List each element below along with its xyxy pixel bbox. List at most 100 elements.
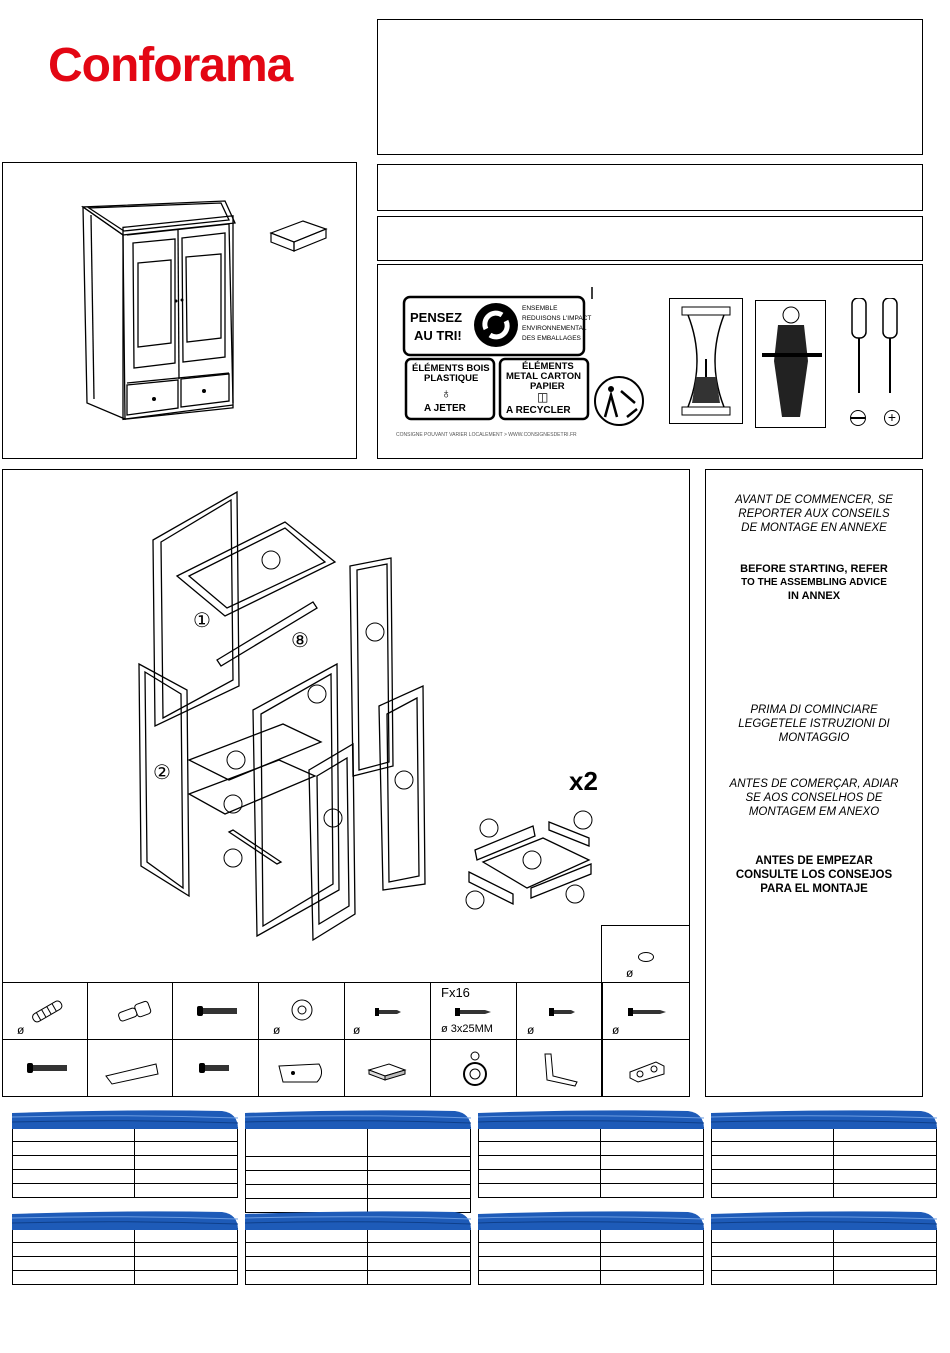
hardware-cell-short-screw: ø: [516, 982, 603, 1040]
table-cell: [245, 1242, 368, 1257]
table-cell: [366, 1127, 471, 1157]
table-row: [12, 1270, 238, 1285]
table-cell: [366, 1242, 471, 1257]
hardware-cell-wedge: [87, 1039, 173, 1097]
hardware-cell-bolt: [172, 982, 259, 1040]
header-info-box: [377, 19, 923, 155]
language-table: [244, 1210, 472, 1285]
table-cell: [599, 1169, 704, 1184]
table-cell: [599, 1141, 704, 1156]
language-table: [244, 1109, 472, 1213]
table-cell: [599, 1155, 704, 1170]
pensez-text: PENSEZ: [410, 310, 463, 325]
table-cell: [12, 1127, 135, 1142]
table-cell: [711, 1228, 834, 1243]
metal-title: ÉLÉMENTS: [522, 361, 574, 372]
diameter-label: ø: [612, 1023, 620, 1037]
table-row: [711, 1183, 937, 1198]
table-cell: [599, 1270, 704, 1285]
language-table: [477, 1210, 705, 1285]
long-screw-icon: [628, 1008, 666, 1016]
diameter-label: ø: [17, 1023, 25, 1037]
language-table-header: [244, 1210, 472, 1230]
table-cell: [832, 1270, 937, 1285]
one-person-icon: [755, 300, 826, 428]
diameter-label: ø: [353, 1023, 361, 1037]
hardware-cell-cam-bolt: [87, 982, 173, 1040]
language-table: [11, 1109, 239, 1198]
table-cell: [12, 1270, 135, 1285]
table-row: [12, 1228, 238, 1243]
table-cell: [478, 1228, 601, 1243]
conforama-logo: Conforama: [48, 39, 293, 92]
table-cell: [832, 1127, 937, 1142]
table-row: [12, 1127, 238, 1142]
table-row: [478, 1242, 704, 1257]
recycling-label: PENSEZ AU TRI! ENSEMBLE REDUISONS L'IMPA…: [394, 285, 599, 438]
table-row: [245, 1156, 471, 1171]
trash-bag-icon: ♁: [441, 385, 452, 401]
table-row: [711, 1242, 937, 1257]
table-cell: [478, 1183, 601, 1198]
cam-bolt-icon: [118, 1000, 152, 1022]
notice-en-3: IN ANNEX: [787, 590, 841, 602]
table-cell: [245, 1184, 368, 1199]
table-row: [245, 1228, 471, 1243]
table-cell: [478, 1256, 601, 1271]
table-cell: [245, 1170, 368, 1185]
exploded-view-panel: ① ⑧ ② x2: [2, 469, 690, 1097]
table-cell: [12, 1169, 135, 1184]
notice-it: PRIMA DI COMINCIARE LEGGETELE ISTRUZIONI…: [738, 704, 890, 744]
table-row: [12, 1183, 238, 1198]
table-cell: [12, 1155, 135, 1170]
table-cell: [711, 1141, 834, 1156]
table-row: [478, 1127, 704, 1142]
wood-screw-icon: [455, 1008, 491, 1016]
table-row: [245, 1256, 471, 1271]
bolt-short-icon: [199, 1063, 229, 1073]
table-row: [245, 1127, 471, 1157]
table-cell: [133, 1228, 238, 1243]
hardware-cell-cam-lock: ø: [258, 982, 345, 1040]
table-cell: [133, 1256, 238, 1271]
hardware-cell-ring: [430, 1039, 517, 1097]
table-row: [245, 1270, 471, 1285]
screwdriver-flat-icon: [848, 297, 870, 398]
curved-bracket-icon: [278, 1063, 323, 1083]
table-cell: [711, 1183, 834, 1198]
language-table-header: [710, 1109, 938, 1129]
table-row: [478, 1270, 704, 1285]
table-cell: [245, 1228, 368, 1243]
notice-panel: [705, 469, 923, 1097]
table-cell: [711, 1155, 834, 1170]
table-cell: [366, 1270, 471, 1285]
metal-carton-title: METAL CARTON: [506, 371, 581, 382]
table-cell: [133, 1183, 238, 1198]
table-row: [478, 1228, 704, 1243]
wooden-dowel-icon: [32, 1000, 63, 1023]
title-box-1: [377, 164, 923, 211]
cam-lock-icon: [291, 999, 313, 1021]
table-row: [478, 1256, 704, 1271]
table-cell: [12, 1228, 135, 1243]
footer-line: CONSIGNE POUVANT VARIER LOCALEMENT > WWW…: [396, 432, 577, 438]
papier-title: PAPIER: [530, 381, 565, 392]
table-row: [12, 1242, 238, 1257]
notice-pt: ANTES DE COMERÇAR, ADIAR SE AOS CONSELHO…: [729, 778, 899, 818]
table-cell: [711, 1127, 834, 1142]
table-row: [711, 1228, 937, 1243]
table-row: [245, 1242, 471, 1257]
table-cell: [832, 1169, 937, 1184]
table-row: [478, 1155, 704, 1170]
table-cell: [711, 1169, 834, 1184]
washer-icon: [638, 952, 654, 962]
screw-size-label: ø 3x25MM: [441, 1023, 493, 1035]
bolt-icon: [197, 1006, 237, 1016]
felt-pad-icon: [367, 1063, 407, 1081]
part-8-label: ⑧: [291, 630, 309, 652]
table-row: [12, 1155, 238, 1170]
title-box-2: [377, 216, 923, 261]
a-jeter-text: A JETER: [424, 403, 466, 414]
table-cell: [12, 1141, 135, 1156]
l-bracket-icon: [544, 1053, 578, 1087]
